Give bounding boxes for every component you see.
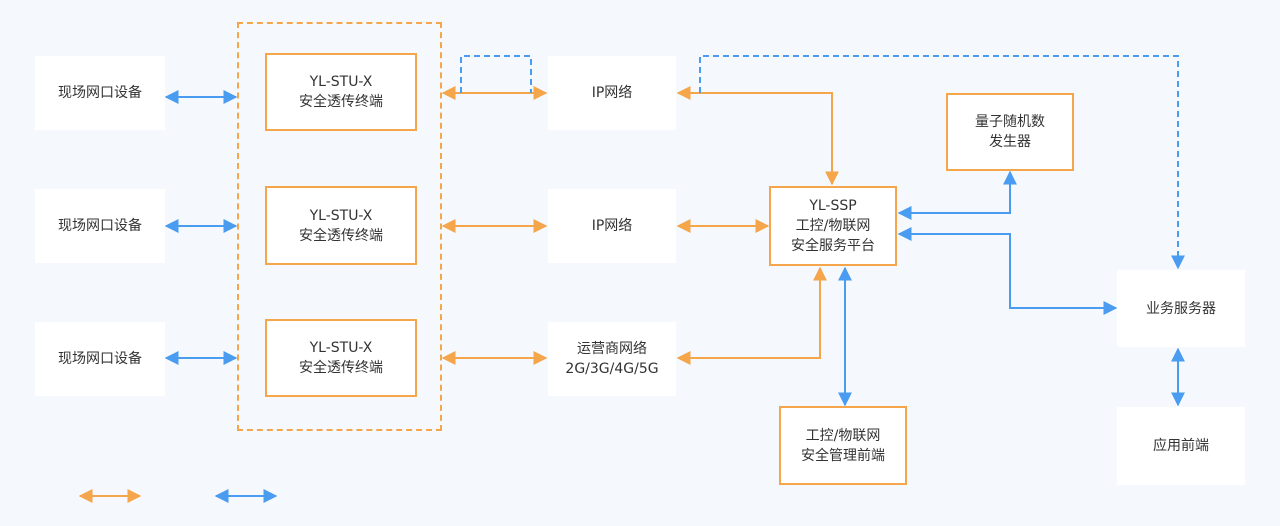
field-device-label: 现场网口设备	[58, 85, 142, 101]
platform-model: YL-SSP	[809, 198, 857, 214]
terminal-model: YL-STU-X	[309, 340, 373, 356]
mgmt-frontend-line2: 安全管理前端	[801, 447, 885, 464]
network-label: 运营商网络	[577, 341, 647, 357]
platform-server-link	[897, 227, 1118, 315]
field-device-label: 现场网口设备	[58, 218, 142, 234]
qrng-line2: 发生器	[989, 134, 1031, 150]
qrng-box: 量子随机数 发生器	[946, 93, 1074, 171]
terminal-box-2: YL-STU-X 安全透传终端	[265, 186, 417, 265]
mgmt-frontend-box: 工控/物联网 安全管理前端	[779, 406, 907, 485]
mgmt-frontend-line1: 工控/物联网	[805, 427, 881, 444]
dashed-network-server-link	[699, 55, 1185, 270]
business-server-label: 业务服务器	[1146, 300, 1216, 317]
terminal-box-3: YL-STU-X 安全透传终端	[265, 319, 417, 397]
network-label: IP网络	[591, 85, 633, 101]
terminal-box-1: YL-STU-X 安全透传终端	[265, 53, 417, 131]
field-device-1: 现场网口设备	[35, 56, 165, 130]
network-box-2: IP网络	[548, 189, 676, 263]
app-frontend-label: 应用前端	[1153, 438, 1209, 454]
network-platform-link-1	[676, 86, 839, 186]
terminal-model: YL-STU-X	[309, 207, 373, 224]
platform-qrng-link	[897, 170, 1017, 220]
terminal-group	[237, 22, 442, 431]
platform-box: YL-SSP 工控/物联网 安全服务平台	[769, 186, 897, 266]
network-label: IP网络	[591, 218, 633, 234]
platform-category: 工控/物联网	[795, 218, 871, 234]
network-box-1: IP网络	[548, 56, 676, 130]
terminal-name: 安全透传终端	[299, 227, 383, 244]
terminal-name: 安全透传终端	[299, 94, 383, 110]
field-device-3: 现场网口设备	[35, 322, 165, 396]
field-device-label: 现场网口设备	[58, 351, 142, 367]
platform-name: 安全服务平台	[791, 238, 875, 254]
field-device-2: 现场网口设备	[35, 189, 165, 263]
qrng-line1: 量子随机数	[975, 114, 1045, 130]
network-box-3: 运营商网络 2G/3G/4G/5G	[548, 322, 676, 396]
business-server-box: 业务服务器	[1117, 270, 1245, 347]
terminal-name: 安全透传终端	[299, 360, 383, 376]
network-platform-link-3	[676, 266, 827, 365]
dashed-loop-1	[460, 55, 532, 93]
network-sublabel: 2G/3G/4G/5G	[565, 361, 659, 377]
terminal-model: YL-STU-X	[309, 74, 373, 90]
app-frontend-box: 应用前端	[1117, 407, 1245, 485]
